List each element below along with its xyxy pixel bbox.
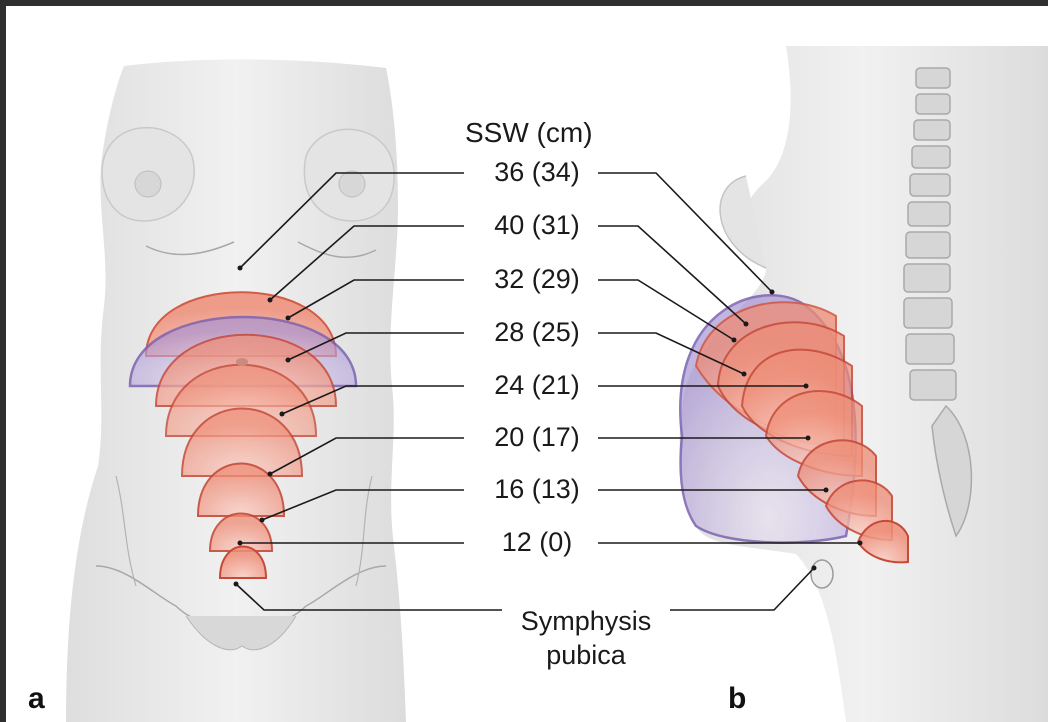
front-torso <box>66 59 406 722</box>
symphysis-label: Symphysis pubica <box>516 604 656 672</box>
label-40: 40 (31) <box>472 212 602 239</box>
label-24: 24 (21) <box>472 372 602 399</box>
leader-symphysis-side <box>670 568 814 610</box>
label-32: 32 (29) <box>472 266 602 293</box>
label-12: 12 (0) <box>472 529 602 556</box>
label-16: 16 (13) <box>472 476 602 503</box>
symphysis-line1: Symphysis <box>516 604 656 638</box>
panel-label-a: a <box>28 682 45 716</box>
side-torso <box>680 46 1048 722</box>
label-20: 20 (17) <box>472 424 602 451</box>
figure-canvas: SSW (cm) 36 (34) 40 (31) 32 (29) 28 (25)… <box>6 6 1048 722</box>
panel-label-b: b <box>728 682 746 716</box>
label-36: 36 (34) <box>472 159 602 186</box>
symphysis-line2: pubica <box>516 638 656 672</box>
ssw-header: SSW (cm) <box>465 119 593 147</box>
label-28: 28 (25) <box>472 319 602 346</box>
